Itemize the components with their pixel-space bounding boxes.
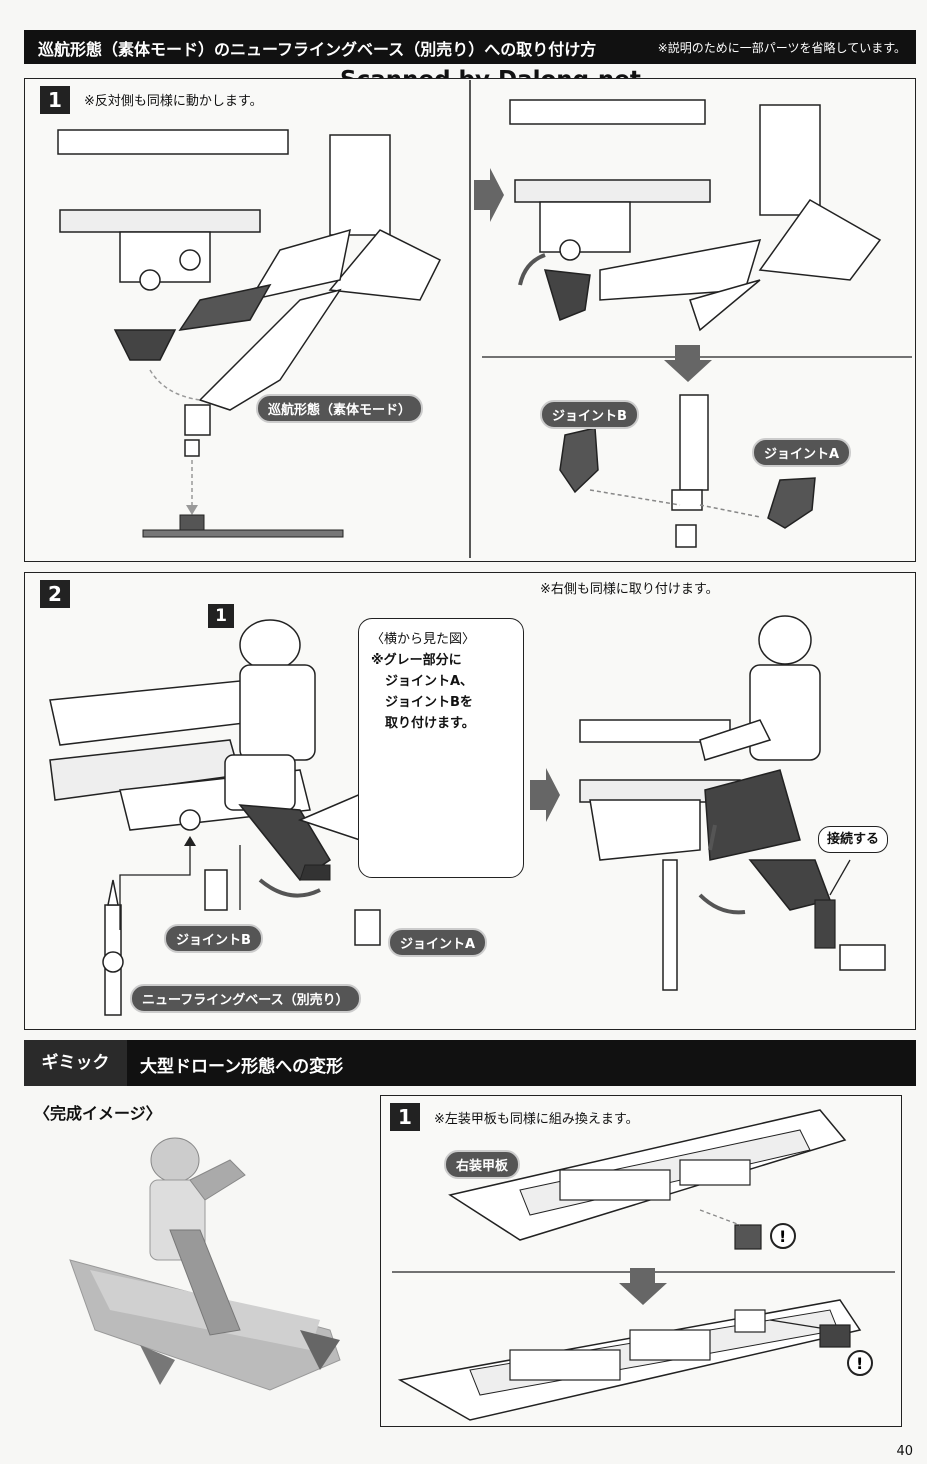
joint-b-label: ジョイントB: [540, 400, 639, 429]
callout-line1: 〈横から見た図〉: [371, 632, 476, 647]
step2-number: 2: [40, 580, 70, 608]
callout-line5: 取り付けます。: [385, 716, 475, 731]
gimmick-title: 大型ドローン形態への変形: [140, 1057, 344, 1077]
complete-image-heading: 〈完成イメージ〉: [34, 1104, 162, 1123]
mode-label: 巡航形態（素体モード）: [256, 394, 424, 423]
gimmick-step-number: 1: [390, 1103, 420, 1131]
flying-base-label: ニューフライングベース（別売り）: [130, 984, 361, 1013]
page-number: 40: [896, 1444, 913, 1459]
joint-b-label-2: ジョイントB: [164, 924, 263, 953]
header-note: ※説明のために一部パーツを省略しています。: [657, 41, 906, 55]
step2-badge: 1: [208, 604, 234, 628]
gimmick-bar: ギミック 大型ドローン形態への変形: [24, 1040, 916, 1086]
callout-line2: ※グレー部分に: [371, 653, 462, 668]
step2-right-note: ※右側も同様に取り付けます。: [540, 582, 719, 597]
right-armor-label: 右装甲板: [444, 1150, 521, 1179]
gimmick-step-note: ※左装甲板も同様に組み換えます。: [434, 1112, 639, 1127]
gimmick-label: ギミック: [24, 1040, 127, 1086]
step1-number: 1: [40, 86, 70, 114]
page-title: 巡航形態（素体モード）のニューフライングベース（別売り）への取り付け方: [38, 40, 597, 59]
joint-a-label: ジョイントA: [752, 438, 852, 467]
svg-text:!: !: [856, 1354, 863, 1373]
svg-text:!: !: [779, 1227, 786, 1246]
side-view-callout: 〈横から見た図〉 ※グレー部分に ジョイントA、 ジョイントBを 取り付けます。: [358, 618, 524, 878]
connect-label: 接続する: [818, 826, 889, 853]
callout-line4: ジョイントBを: [385, 695, 473, 710]
callout-line3: ジョイントA、: [385, 674, 474, 689]
step1-note: ※反対側も同様に動かします。: [84, 94, 263, 109]
page-header: 巡航形態（素体モード）のニューフライングベース（別売り）への取り付け方 ※説明の…: [24, 30, 916, 64]
joint-a-label-2: ジョイントA: [388, 928, 488, 957]
